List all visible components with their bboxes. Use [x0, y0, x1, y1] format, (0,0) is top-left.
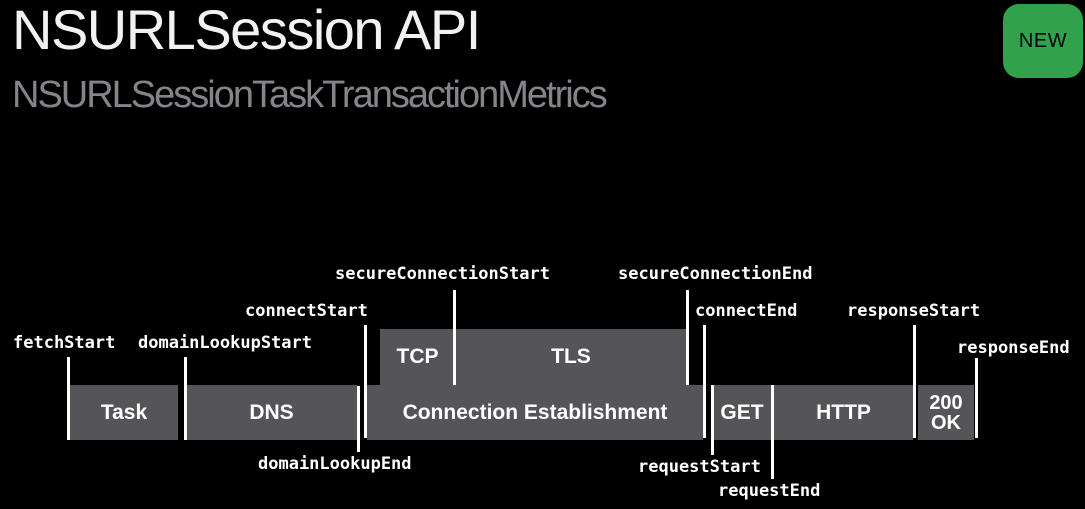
connect-end-label: connectEnd — [695, 301, 798, 321]
request-end-label: requestEnd — [718, 481, 821, 501]
response-start-tick — [913, 325, 916, 438]
segment-tls: TLS — [455, 329, 687, 385]
response-end-tick — [975, 358, 978, 438]
domain-lookup-start-label: domainLookupStart — [138, 333, 312, 353]
connect-start-tick — [364, 325, 367, 438]
page-subtitle: NSURLSessionTaskTransactionMetrics — [12, 74, 608, 116]
response-start-label: responseStart — [847, 301, 981, 321]
request-start-tick — [711, 385, 714, 455]
segment-tcp-label: TCP — [396, 345, 439, 368]
segment-http-label: HTTP — [816, 400, 871, 424]
fetch-start-label: fetchStart — [13, 333, 116, 353]
segment-task-label: Task — [100, 400, 148, 424]
connect-end-tick — [703, 325, 706, 438]
connect-start-label: connectStart — [245, 301, 368, 321]
segment-dns-label: DNS — [249, 400, 294, 424]
segment-connection-establishment-label: Connection Establishment — [402, 400, 668, 424]
page-title: NSURLSession API — [12, 0, 481, 61]
segment-get-label: GET — [720, 400, 764, 424]
new-badge: NEW — [1003, 4, 1083, 78]
segment-task: Task — [70, 385, 178, 440]
new-badge-label: NEW — [1018, 29, 1068, 52]
domain-lookup-end-label: domainLookupEnd — [258, 454, 412, 474]
segment-dns: DNS — [186, 385, 357, 440]
segment-tls-label: TLS — [551, 345, 591, 368]
fetch-start-tick — [67, 357, 70, 440]
segment-http: HTTP — [774, 385, 913, 440]
secure-connection-start-label: secureConnectionStart — [335, 264, 550, 284]
secure-connection-end-label: secureConnectionEnd — [618, 264, 813, 284]
request-end-tick — [771, 385, 774, 479]
domain-lookup-end-tick — [357, 386, 360, 452]
segment-tcp: TCP — [380, 329, 455, 385]
secure-connection-start-tick — [453, 290, 456, 385]
secure-connection-end-tick — [686, 290, 689, 385]
request-start-label: requestStart — [638, 457, 761, 477]
domain-lookup-start-tick — [184, 357, 187, 440]
segment-connection-establishment: Connection Establishment — [367, 385, 703, 440]
response-end-label: responseEnd — [957, 338, 1070, 358]
segment-get: GET — [713, 385, 771, 440]
